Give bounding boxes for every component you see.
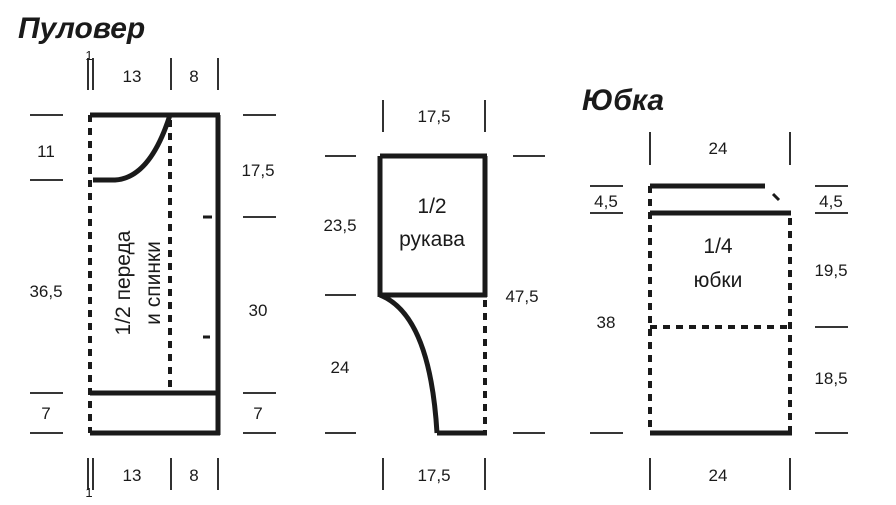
skirt-bottom-width: 24	[709, 466, 728, 485]
left-waistband-height: 4,5	[594, 192, 618, 211]
right-waistband-height: 4,5	[819, 192, 843, 211]
skirt-total-length: 38	[597, 313, 616, 332]
neckline-curve	[93, 114, 173, 183]
sleeve-lower-height: 24	[331, 358, 350, 377]
sleeve-cap-height: 23,5	[323, 216, 356, 235]
skirt-upper-height: 19,5	[814, 261, 847, 280]
top-shoulder-width: 8	[189, 67, 198, 86]
right-rib-height: 7	[253, 404, 262, 423]
skirt-title: Юбка	[582, 84, 664, 117]
skirt-label-2: юбки	[694, 269, 743, 292]
sleeve-label-1: 1/2	[417, 195, 446, 218]
pullover-label-1: 1/2 переда	[112, 230, 135, 335]
sleeve-schematic: 17,5 1/2 рукава 23,5 24 47,5 17,5	[323, 100, 545, 490]
sleeve-taper-curve	[378, 292, 440, 434]
sleeve-total-length: 47,5	[505, 287, 538, 306]
bottom-shoulder-width: 8	[189, 466, 198, 485]
top-edge-width: 1	[85, 48, 92, 63]
bottom-neck-width: 13	[123, 466, 142, 485]
right-armhole-height: 17,5	[241, 161, 274, 180]
sleeve-label-2: рукава	[399, 228, 465, 251]
left-neck-depth: 11	[37, 142, 55, 161]
pullover-schematic: Пуловер 1 13 8 1/2 переда и спинки 11 36…	[18, 12, 276, 500]
skirt-schematic: Юбка 24 1/4 юбки 4,5 38 4,5 19,5 18,5 24	[582, 84, 848, 490]
skirt-label-1: 1/4	[703, 235, 733, 258]
right-side-length: 30	[249, 301, 268, 320]
skirt-top-width: 24	[709, 139, 728, 158]
pullover-title: Пуловер	[18, 12, 145, 45]
sleeve-bottom-width: 17,5	[417, 466, 450, 485]
pullover-label-2: и спинки	[142, 241, 165, 325]
top-neck-width: 13	[123, 67, 142, 86]
waistband-fold-mark	[771, 192, 781, 202]
left-body-length: 36,5	[29, 282, 62, 301]
sleeve-top-width: 17,5	[417, 107, 450, 126]
left-rib-height: 7	[41, 404, 50, 423]
skirt-lower-height: 18,5	[814, 369, 847, 388]
bottom-edge-width: 1	[85, 485, 92, 500]
